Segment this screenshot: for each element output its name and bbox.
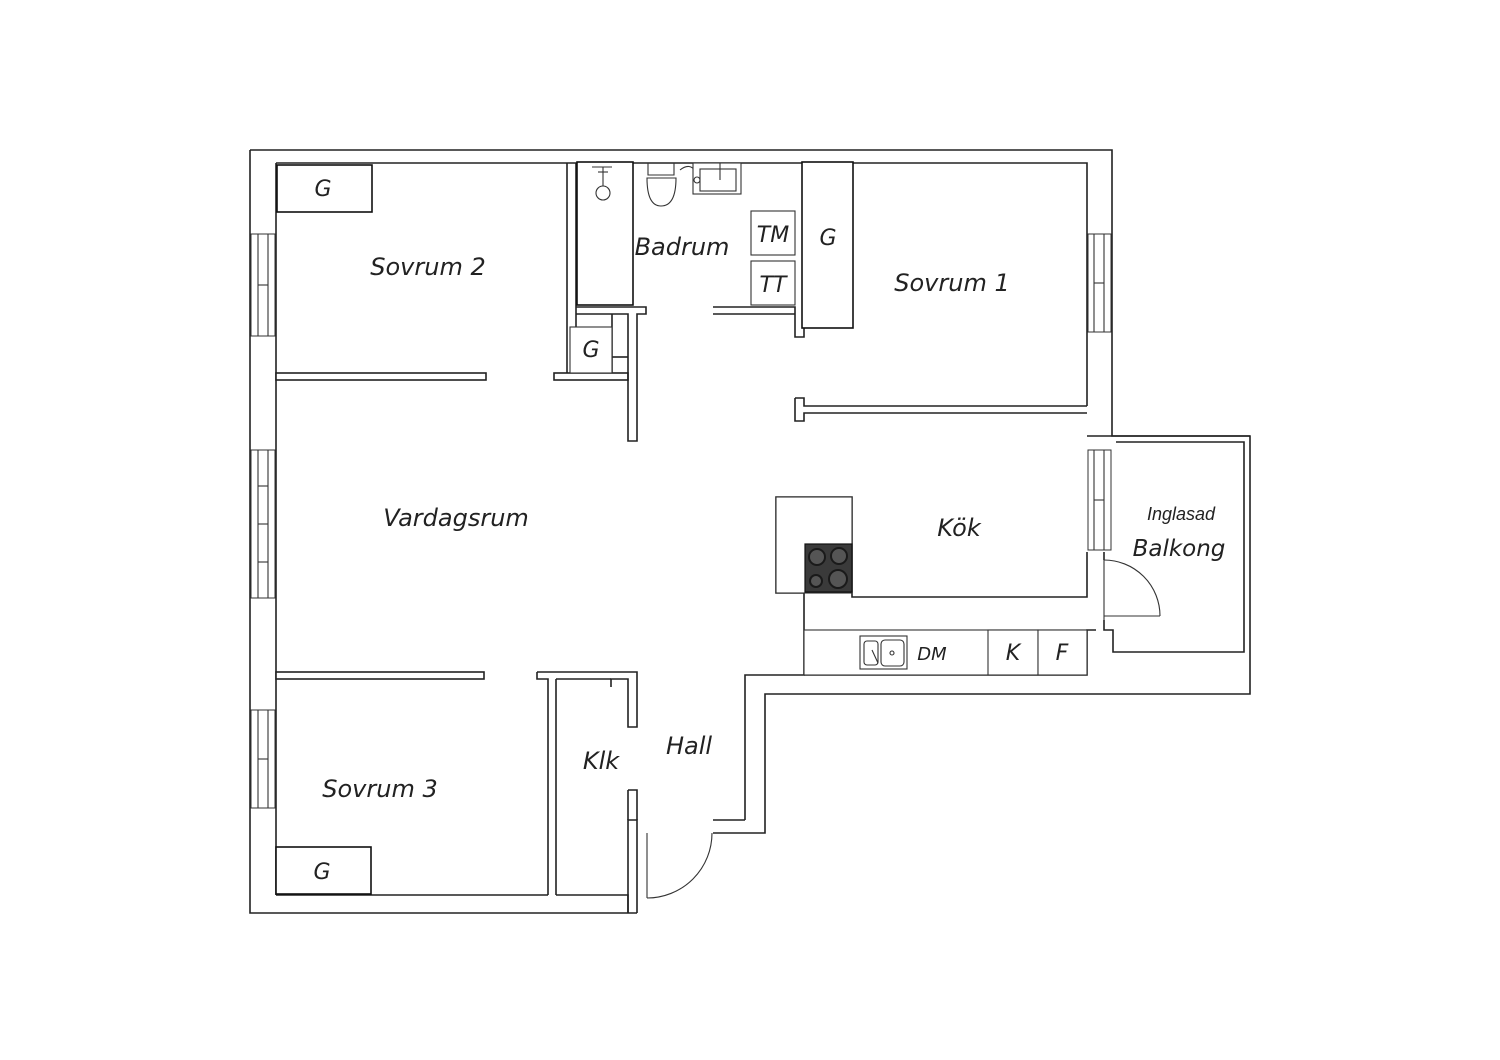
wardrobe-sovrum3: G bbox=[275, 846, 372, 895]
wardrobe-sovrum2: G bbox=[276, 164, 373, 213]
stove-icon bbox=[804, 543, 853, 593]
freezer-label: F bbox=[1056, 641, 1069, 666]
wardrobe-label: G bbox=[582, 338, 599, 363]
room-label-klk: Klk bbox=[583, 747, 620, 775]
room-label-vardagsrum: Vardagsrum bbox=[383, 504, 529, 532]
wardrobe-label: G bbox=[313, 860, 330, 885]
wardrobe-label: G bbox=[314, 177, 331, 202]
room-label-sovrum-2: Sovrum 2 bbox=[370, 253, 485, 281]
shower-icon bbox=[576, 161, 634, 306]
wardrobe-sovrum1: G bbox=[801, 161, 854, 329]
room-label-balkong-line1: Inglasad bbox=[1147, 504, 1216, 524]
kitchen-sink-icon bbox=[859, 635, 908, 670]
dryer-label: TT bbox=[760, 273, 788, 298]
room-label-sovrum-3: Sovrum 3 bbox=[322, 775, 437, 803]
wardrobe-hall: G bbox=[569, 326, 613, 374]
toilet-icon bbox=[646, 163, 697, 207]
room-label-hall: Hall bbox=[666, 732, 712, 760]
dishwasher-label: DM bbox=[917, 644, 947, 665]
room-label-balkong-line2: Balkong bbox=[1133, 536, 1226, 562]
sink-icon bbox=[692, 162, 742, 195]
fridge-label: K bbox=[1006, 641, 1022, 666]
washing-machine: TM bbox=[750, 210, 796, 256]
freezer: F bbox=[1037, 629, 1088, 676]
room-label-badrum: Badrum bbox=[635, 233, 730, 261]
doors bbox=[646, 559, 1161, 899]
room-label-kok: Kök bbox=[937, 514, 982, 542]
washing-machine-label: TM bbox=[757, 223, 789, 248]
interior-walls bbox=[275, 163, 1087, 895]
windows bbox=[250, 233, 1112, 809]
dryer: TT bbox=[750, 260, 796, 306]
fridge: K bbox=[987, 629, 1039, 676]
room-label-sovrum-1: Sovrum 1 bbox=[894, 269, 1009, 297]
outer-walls bbox=[249, 149, 1251, 914]
wardrobe-label: G bbox=[819, 226, 836, 251]
